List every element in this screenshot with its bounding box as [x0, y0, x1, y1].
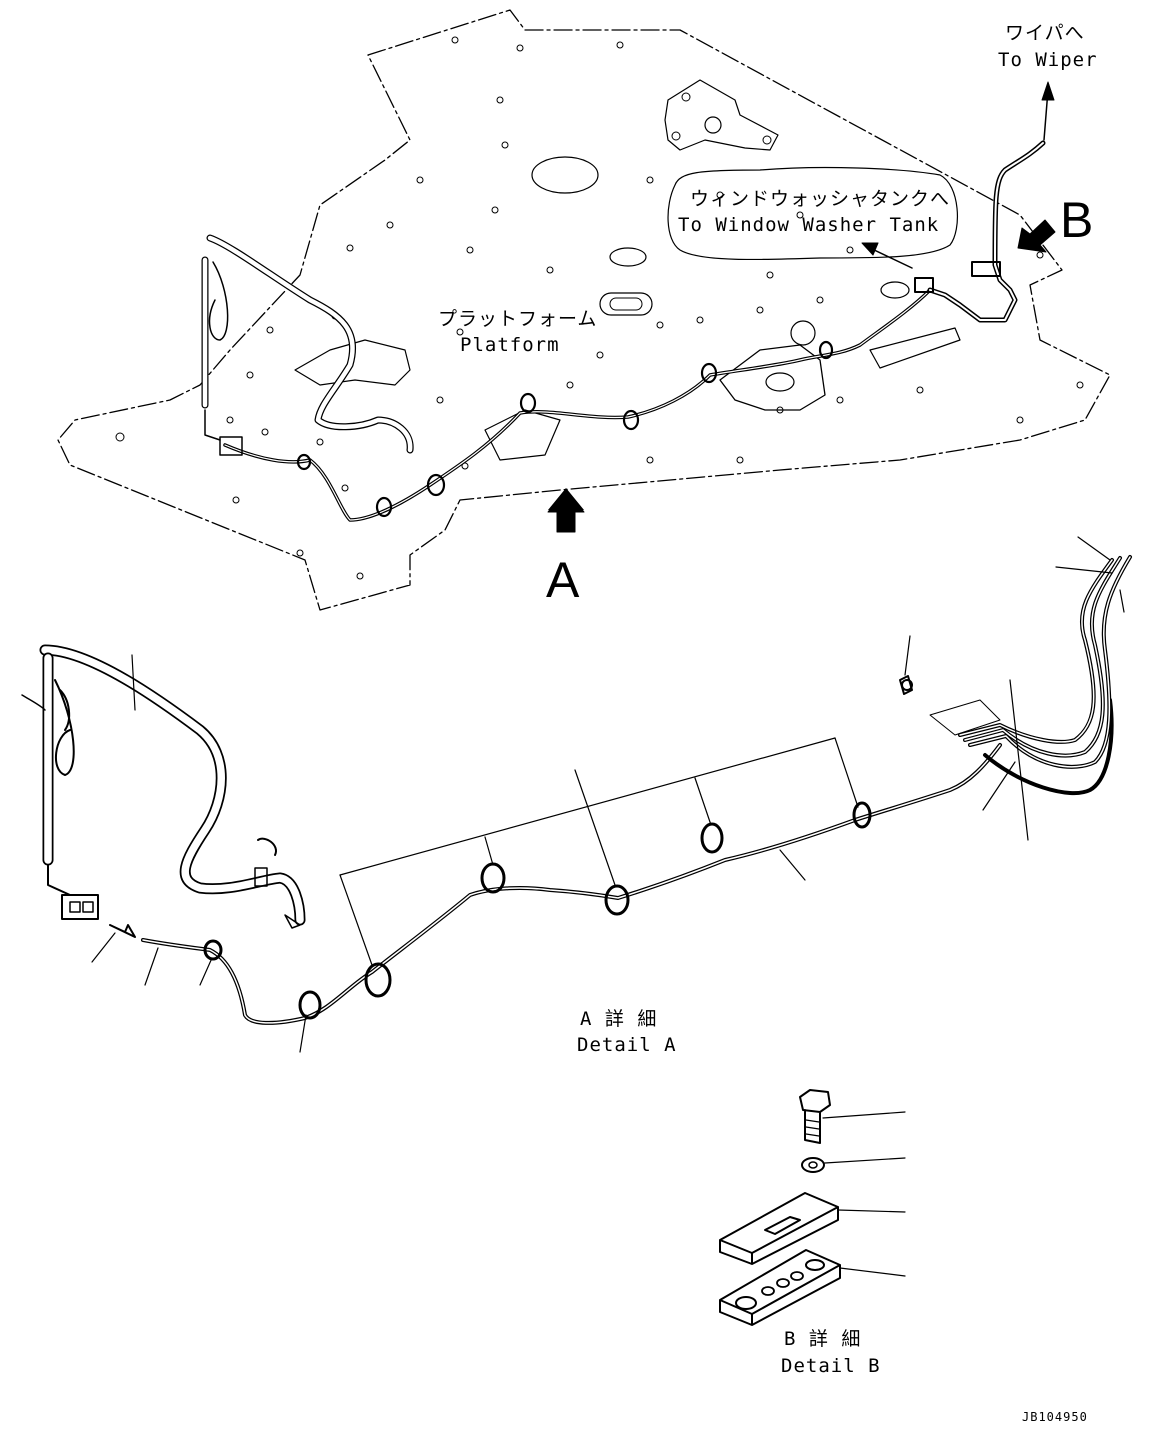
detail-b-bolt [799, 1089, 831, 1144]
to-wiper-label-jp: ワイパへ [1005, 22, 1085, 44]
detail-b-slotted-plate [719, 1192, 839, 1265]
detail-b-washer [801, 1157, 825, 1173]
washer-callout [667, 166, 959, 261]
to-washer-arrow [869, 247, 913, 269]
washer-label-jp: ウィンドウォッシャタンクへ [690, 188, 951, 210]
detail-b-label-en: Detail B [781, 1355, 881, 1377]
detail-a-label-jp: A 詳 細 [580, 1008, 658, 1030]
detail-b-holed-plate [719, 1249, 841, 1326]
drawing-code: JB104950 [1022, 1410, 1088, 1424]
detail-b-label-jp: B 詳 細 [784, 1328, 862, 1350]
to-wiper-label-en: To Wiper [998, 49, 1098, 71]
platform-label-jp: プラットフォーム [438, 308, 598, 330]
pedal-plate [664, 79, 779, 151]
view-b-label: B [1060, 192, 1094, 248]
platform-label-en: Platform [460, 334, 560, 356]
view-b-arrow [1017, 219, 1056, 253]
detail-a-label-en: Detail A [577, 1034, 677, 1056]
view-a-label: A [546, 552, 580, 608]
platform-outline [57, 9, 1111, 611]
washer-label-en: To Window Washer Tank [678, 214, 940, 236]
